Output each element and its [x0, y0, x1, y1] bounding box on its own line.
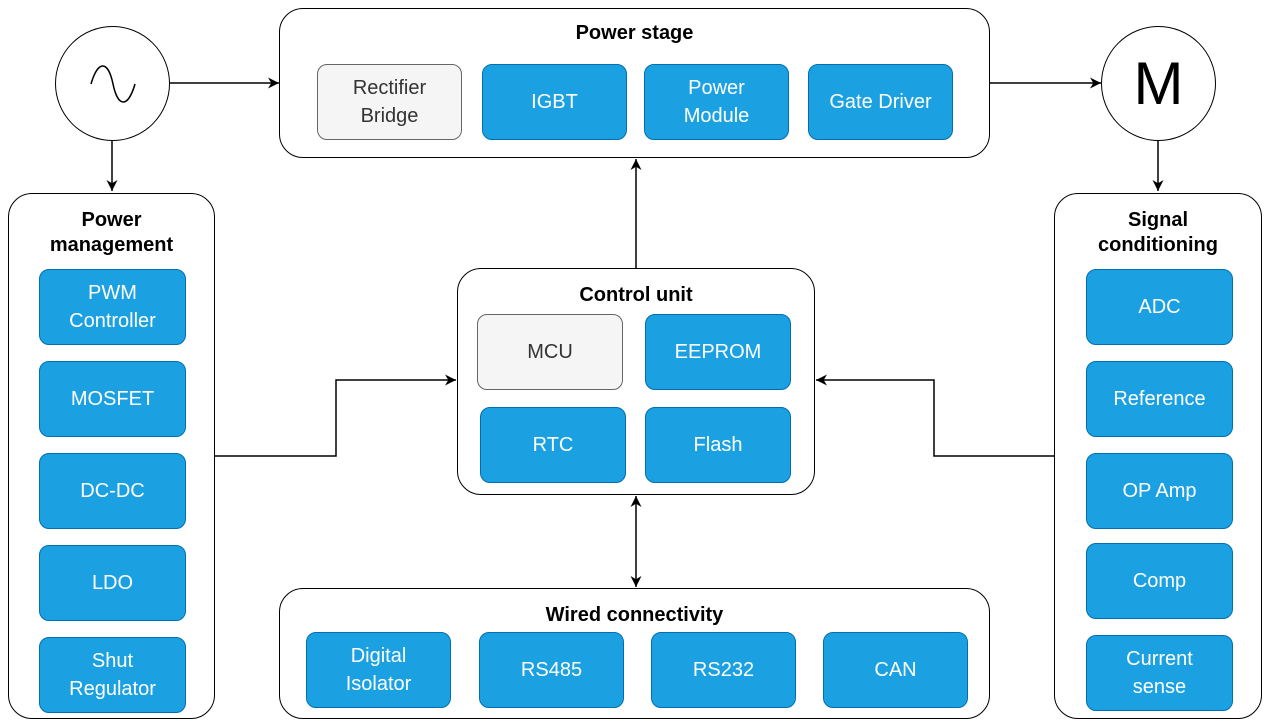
- rs485-block: RS485: [479, 632, 624, 708]
- flash-block: Flash: [645, 407, 791, 483]
- wired-connectivity-group: Wired connectivity Digital Isolator RS48…: [279, 588, 990, 719]
- ac-source: [55, 26, 170, 141]
- adc-block: ADC: [1086, 269, 1233, 345]
- eeprom-block: EEPROM: [645, 314, 791, 390]
- power-module-block: Power Module: [644, 64, 789, 140]
- motor-label: M: [1133, 49, 1184, 117]
- current-sense-block: Current sense: [1086, 635, 1233, 711]
- power-stage-group: Power stage Rectifier Bridge IGBT Power …: [279, 8, 990, 158]
- power-management-title: Power management: [49, 209, 174, 256]
- control-unit-title: Control unit: [579, 284, 693, 306]
- rectifier-bridge-block: Rectifier Bridge: [317, 64, 462, 140]
- digital-isolator-block: Digital Isolator: [306, 632, 451, 708]
- sine-wave-icon: [89, 64, 136, 103]
- power-stage-title: Power stage: [575, 22, 694, 44]
- can-block: CAN: [823, 632, 968, 708]
- gate-driver-block: Gate Driver: [808, 64, 953, 140]
- arrow-power-management-to-control: [215, 374, 456, 457]
- arrow-signal-conditioning-to-control: [816, 374, 1054, 457]
- wired-connectivity-title: Wired connectivity: [545, 604, 724, 626]
- mosfet-block: MOSFET: [39, 361, 186, 437]
- signal-conditioning-title: Signal conditioning: [1098, 209, 1218, 256]
- rs232-block: RS232: [651, 632, 796, 708]
- reference-block: Reference: [1086, 361, 1233, 437]
- dc-dc-block: DC-DC: [39, 453, 186, 529]
- mcu-block: MCU: [477, 314, 623, 390]
- ldo-block: LDO: [39, 545, 186, 621]
- motor: M: [1101, 26, 1216, 141]
- power-management-group: Power management PWM Controller MOSFET D…: [8, 193, 215, 719]
- igbt-block: IGBT: [482, 64, 627, 140]
- shut-regulator-block: Shut Regulator: [39, 637, 186, 713]
- comp-block: Comp: [1086, 543, 1233, 619]
- signal-conditioning-group: Signal conditioning ADC Reference OP Amp…: [1054, 193, 1262, 719]
- pwm-controller-block: PWM Controller: [39, 269, 186, 345]
- op-amp-block: OP Amp: [1086, 453, 1233, 529]
- rtc-block: RTC: [480, 407, 626, 483]
- control-unit-group: Control unit MCU EEPROM RTC Flash: [457, 268, 815, 495]
